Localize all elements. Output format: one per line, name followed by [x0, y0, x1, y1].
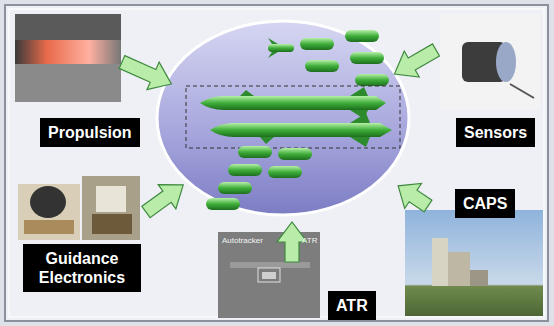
label-box: ATR [328, 291, 376, 320]
atr-photo [218, 232, 320, 318]
photo-caption: ATR [302, 236, 317, 245]
label-box: CAPS [455, 189, 515, 218]
label-text: CAPS [463, 194, 507, 213]
label-box: Propulsion [40, 118, 140, 147]
panel [5, 5, 548, 321]
missile-sections [186, 30, 400, 210]
propulsion-photo [15, 14, 121, 102]
label-box: Guidance Electronics [23, 244, 141, 292]
missile-ellipse [157, 21, 409, 215]
guidance-photos [18, 176, 140, 240]
caps-photo [405, 210, 543, 316]
label-text: ATR [336, 296, 368, 315]
label-text: Guidance Electronics [31, 249, 133, 287]
label-text: Propulsion [48, 123, 132, 142]
label-text: Sensors [464, 123, 527, 142]
contribution-arrows [116, 37, 444, 262]
sensors-photo [440, 14, 540, 110]
photo-caption: Autotracker [222, 236, 263, 245]
label-box: Sensors [456, 118, 535, 147]
